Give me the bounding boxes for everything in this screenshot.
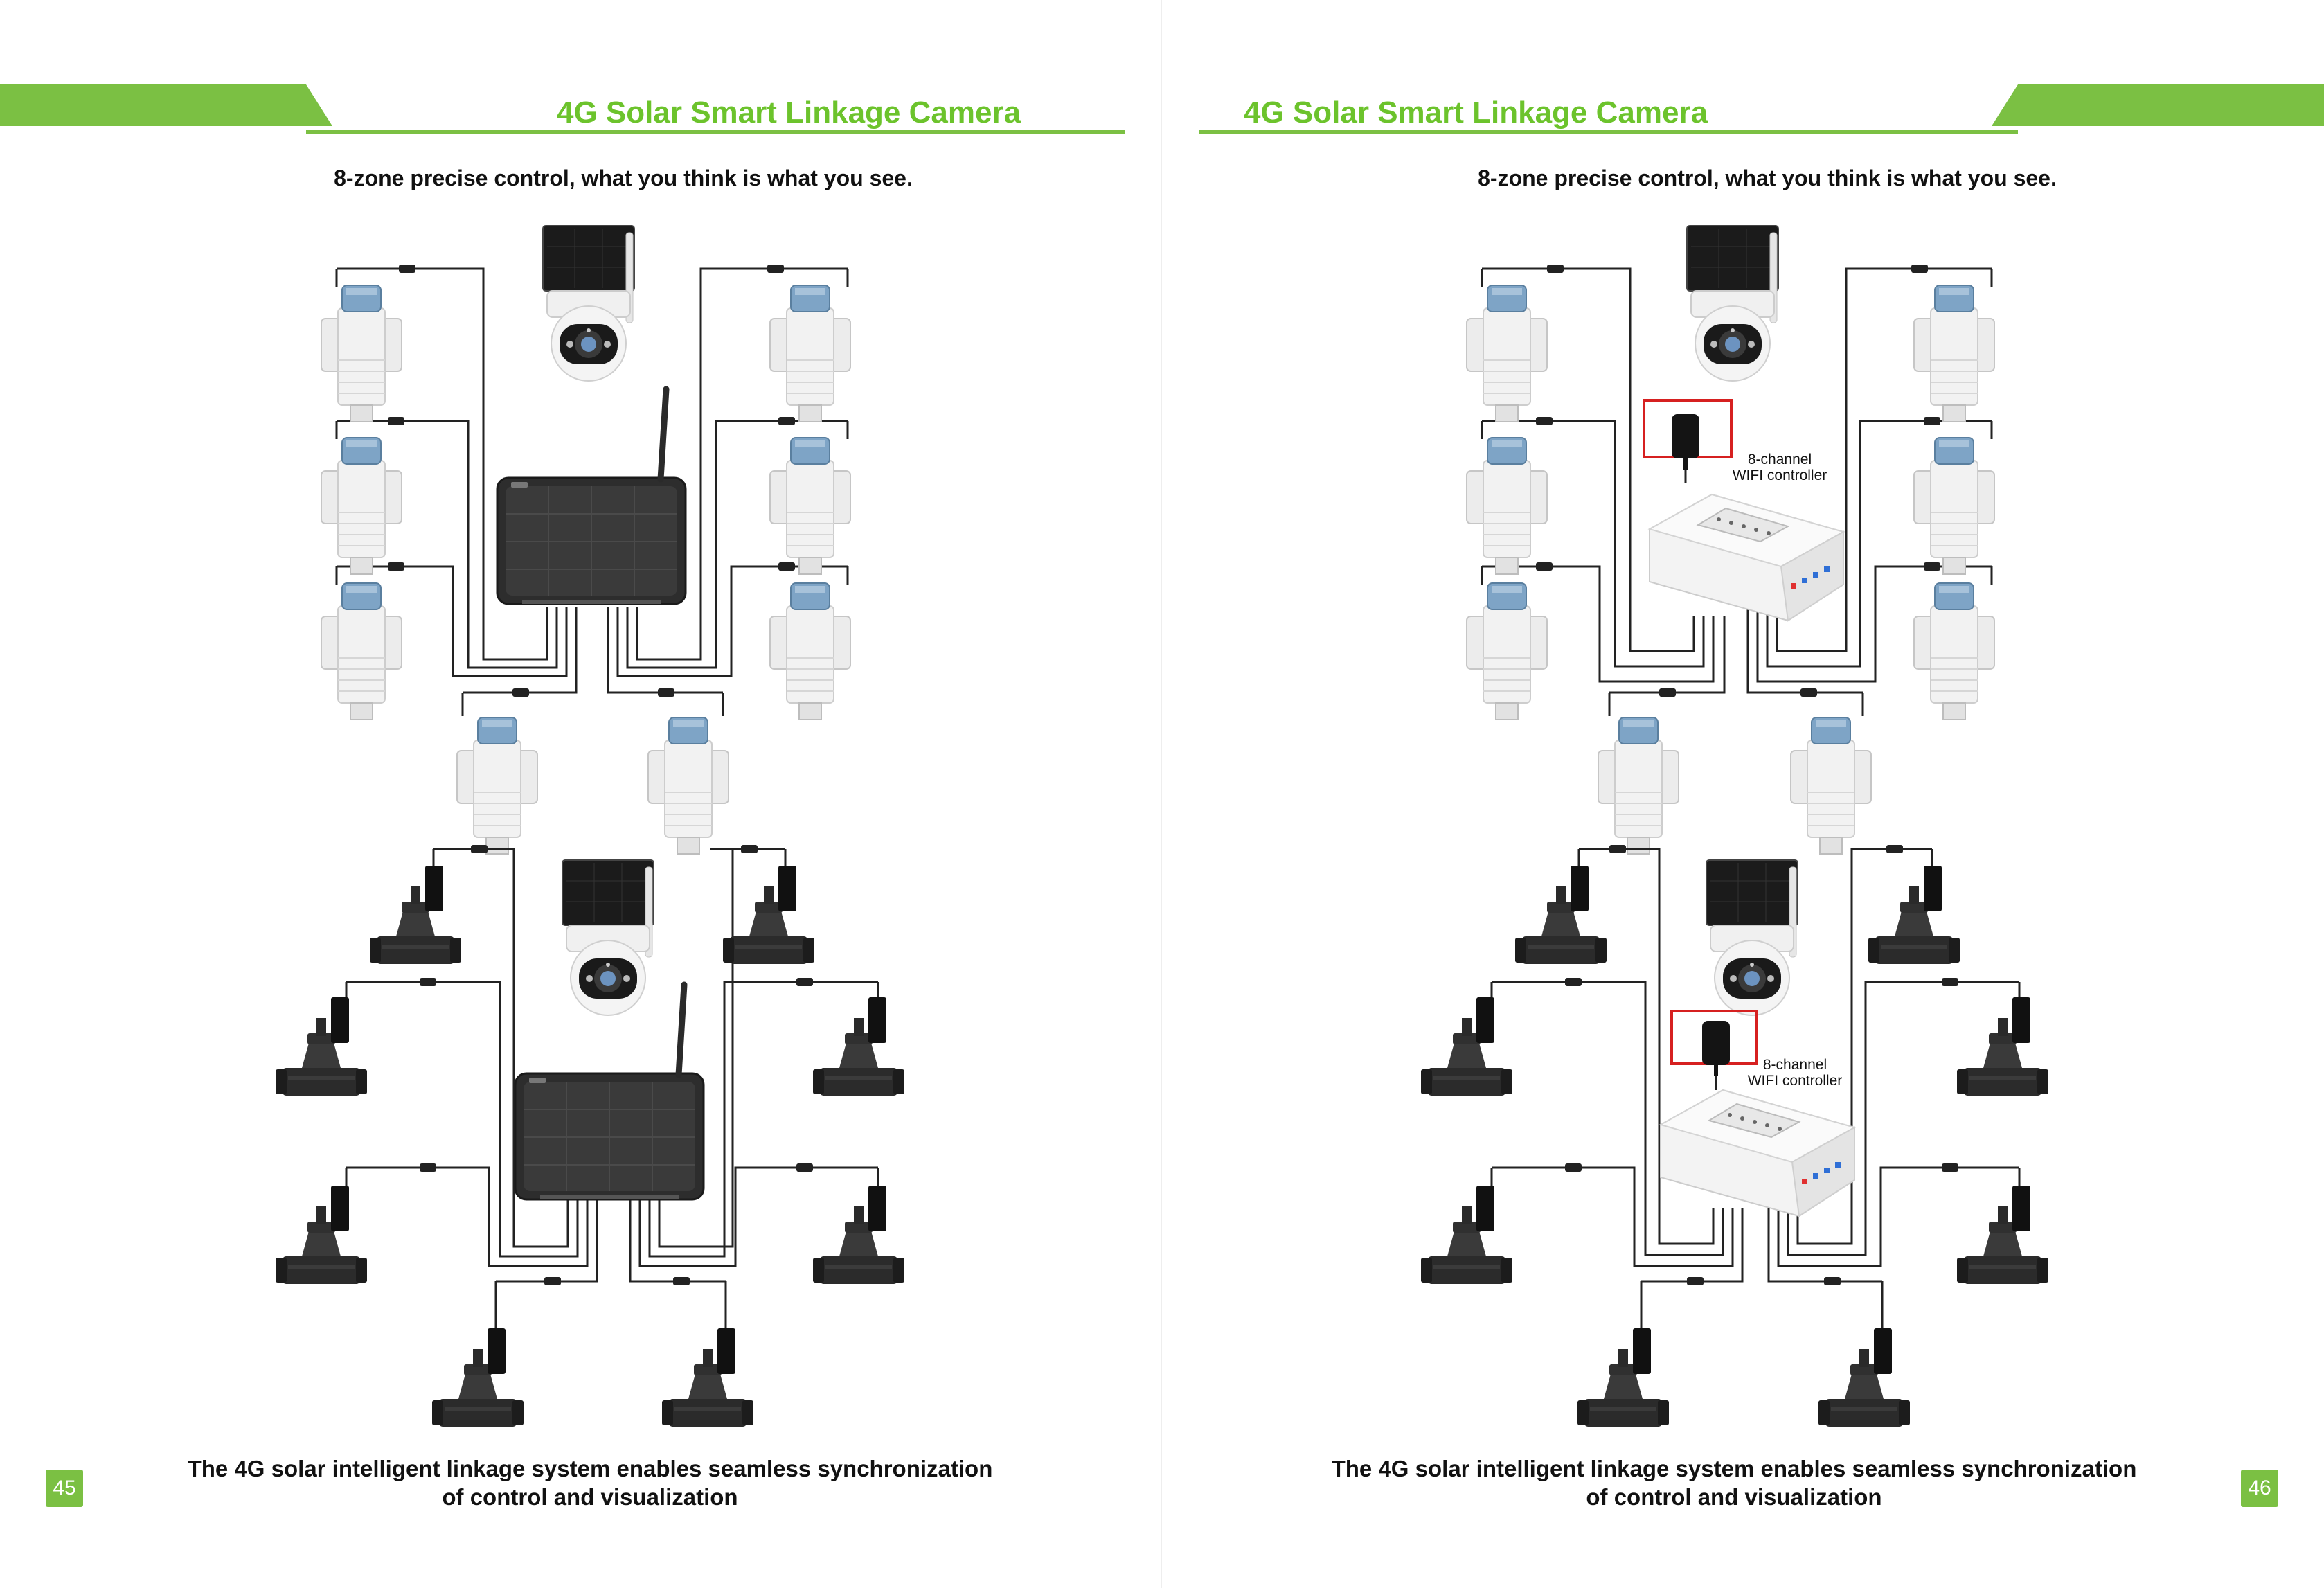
left-subtitle: 8-zone precise control, what you think i…: [334, 166, 913, 190]
right-subtitle: 8-zone precise control, what you think i…: [1478, 166, 2057, 190]
right-page-title: 4G Solar Smart Linkage Camera: [1244, 96, 1708, 130]
controller-label-top: 8-channel WIFI controller: [1724, 452, 1835, 483]
left-caption-line1: The 4G solar intelligent linkage system …: [187, 1456, 993, 1481]
controller-label-top-line1: 8-channel: [1747, 452, 1812, 467]
header-bar-right: [1199, 84, 2324, 134]
right-caption-line1: The 4G solar intelligent linkage system …: [1331, 1456, 2137, 1481]
controller-label-bottom-line2: WIFI controller: [1747, 1073, 1843, 1089]
left-caption-line2: of control and visualization: [442, 1484, 738, 1510]
right-bottom-diagram: [1421, 845, 2048, 1427]
page-number-right: 46: [2241, 1470, 2278, 1507]
left-page-title: 4G Solar Smart Linkage Camera: [557, 96, 1021, 130]
left-top-diagram: [321, 225, 851, 855]
left-caption: The 4G solar intelligent linkage system …: [140, 1454, 1040, 1511]
page-number-left: 45: [46, 1470, 83, 1507]
right-caption-line2: of control and visualization: [1586, 1484, 1882, 1510]
right-caption: The 4G solar intelligent linkage system …: [1284, 1454, 2184, 1511]
right-top-diagram: [1466, 225, 1995, 855]
controller-label-bottom: 8-channel WIFI controller: [1740, 1057, 1850, 1089]
controller-label-bottom-line1: 8-channel: [1762, 1057, 1827, 1073]
header-bar-left: [0, 84, 1125, 134]
left-bottom-diagram: [276, 845, 904, 1427]
controller-label-top-line2: WIFI controller: [1732, 467, 1827, 483]
